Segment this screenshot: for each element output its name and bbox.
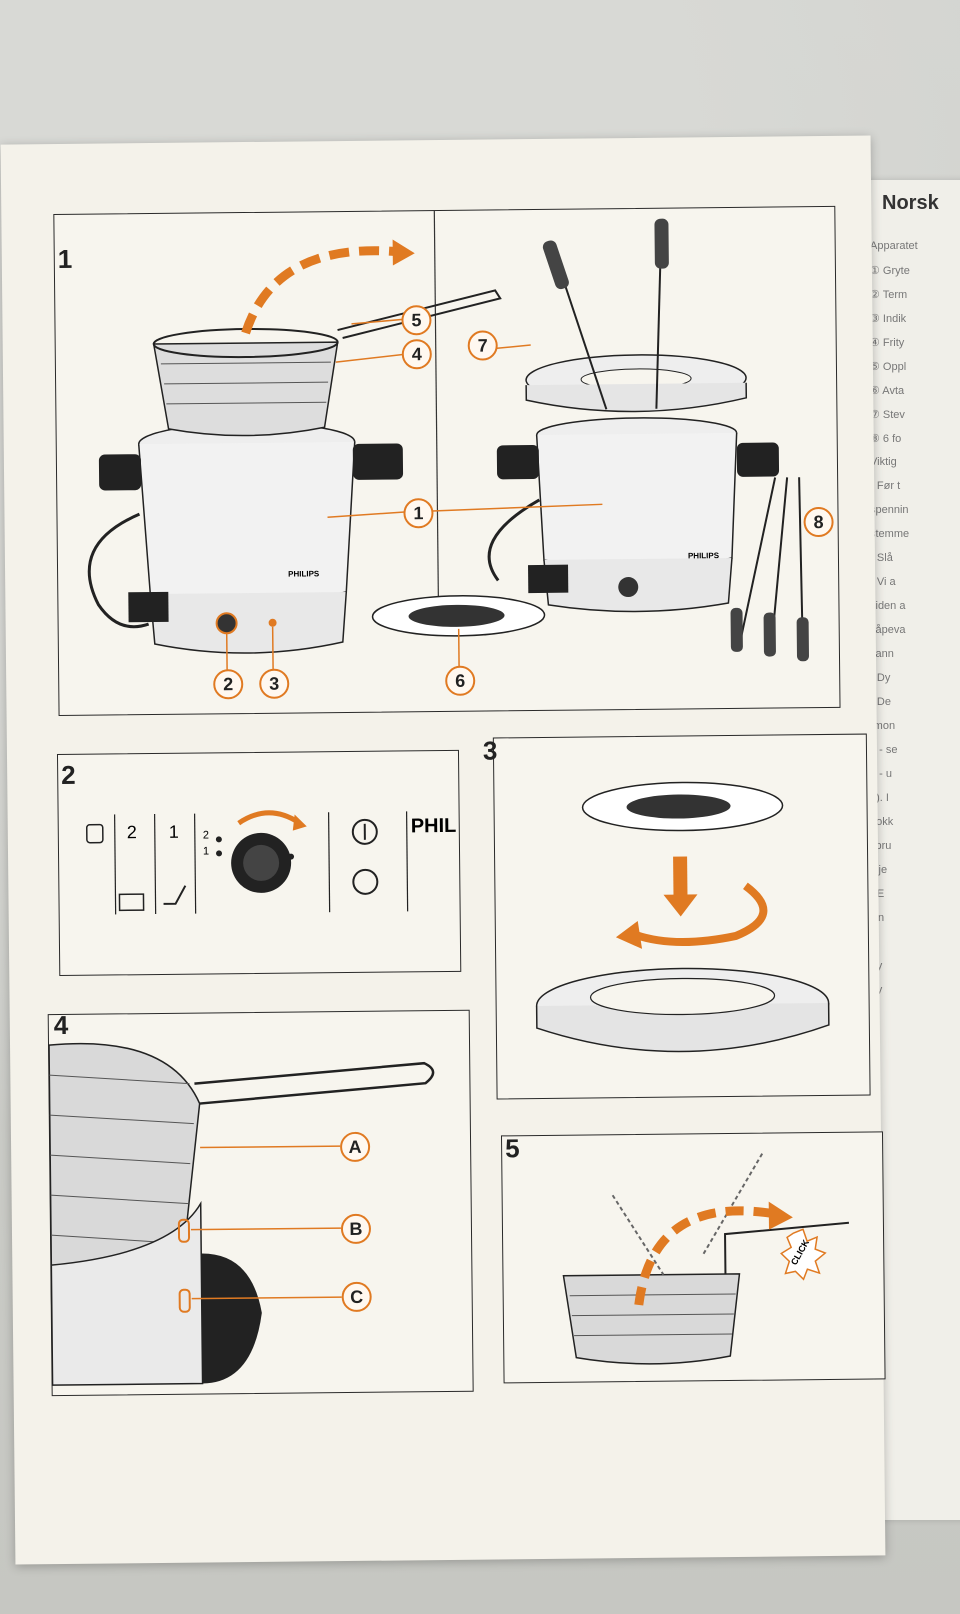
panel-5: CLICK [500, 1131, 886, 1384]
callout-6: 6 [445, 665, 476, 696]
fondue-pot-right [487, 218, 780, 613]
callout-A: A [339, 1131, 371, 1163]
callout-5: 5 [401, 305, 432, 336]
arrow-basket [241, 246, 396, 335]
brand-partial: PHIL [410, 814, 457, 838]
side-text-line: såpeva [870, 624, 906, 636]
panel-2: 2 1 2 1 PHIL [56, 749, 462, 977]
callout-1: 1 [403, 498, 434, 529]
setting-2-label: 2 [126, 822, 137, 843]
panel-3 [492, 733, 871, 1100]
side-text-line: • Før t [870, 480, 901, 492]
dial-mark-1: 1 [202, 845, 210, 858]
callout-4: 4 [401, 339, 432, 370]
control-panel-illustration [85, 810, 409, 915]
side-text-line: stemme [870, 528, 910, 540]
side-text-line: • Vi a [870, 576, 896, 588]
fryer-pot-left [87, 422, 404, 654]
side-text-line: siden a [870, 600, 906, 612]
panel-number-4: 4 [53, 1009, 69, 1041]
callout-2: 2 [213, 669, 244, 700]
callout-C: C [341, 1281, 372, 1313]
brand-label-left: PHILIPS [288, 569, 320, 579]
dial-mark-2: 2 [202, 829, 210, 842]
side-text-line: ② Term [870, 289, 908, 301]
callout-3: 3 [259, 668, 290, 699]
side-text-line: Viktig [870, 456, 897, 468]
panel-1: 5 4 1 2 3 6 7 8 PHILIPS PHILIPS [53, 205, 841, 717]
side-heading: Norsk [882, 192, 939, 214]
callout-8: 8 [803, 506, 834, 538]
panel-number-1: 1 [57, 243, 73, 275]
side-text-line: ③ Indik [870, 313, 907, 325]
side-text-line: • Slå [870, 552, 893, 564]
fondue-forks [730, 477, 809, 662]
side-text-line: ⑧ 6 fo [870, 433, 902, 445]
basket-hook-illustration [48, 1042, 435, 1386]
fry-basket [152, 289, 502, 437]
panel-1-illustration [87, 211, 809, 682]
brand-label-right: PHILIPS [687, 551, 720, 561]
side-text-line: ① Gryte [870, 265, 910, 277]
side-text-line: ④ Frity [870, 337, 905, 349]
panel-number-2: 2 [61, 759, 76, 790]
callout-7: 7 [467, 330, 498, 361]
side-text-line: ⑦ Stev [870, 409, 905, 421]
side-text-line: Apparatet [870, 240, 918, 252]
side-text-line: spennin [870, 504, 909, 516]
panel-4: A B C [47, 1009, 474, 1397]
panel-number-5: 5 [504, 1133, 520, 1164]
panel-number-3: 3 [482, 735, 498, 766]
setting-1-label: 1 [168, 821, 179, 842]
plate-rotation-illustration [535, 781, 830, 1053]
basket-click-illustration [562, 1153, 850, 1365]
side-text-line: ⑤ Oppl [870, 361, 907, 373]
instruction-sheet: 5 4 1 2 3 6 7 8 PHILIPS PHILIPS 1 [0, 135, 886, 1565]
side-text-line: ⑥ Avta [870, 385, 905, 397]
callout-B: B [340, 1213, 372, 1245]
